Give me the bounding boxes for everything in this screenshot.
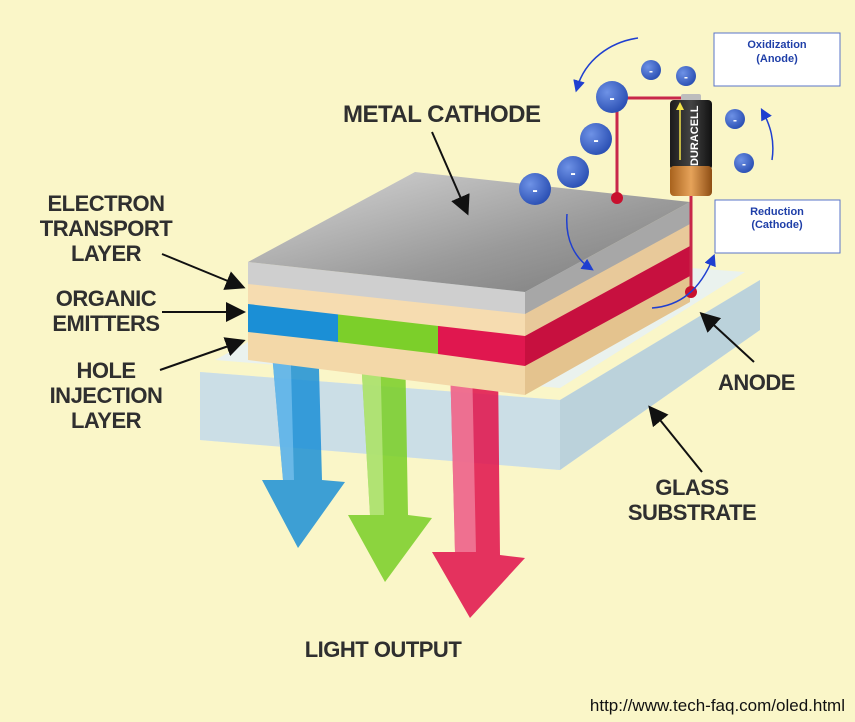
label-glass-substrate-2: SUBSTRATE: [628, 500, 756, 525]
green-light-arrow: [348, 340, 432, 582]
reduction-box: Reduction (Cathode): [714, 199, 841, 254]
electron: -: [596, 81, 628, 113]
electron: -: [641, 60, 661, 80]
hole-injection-pointer: [159, 337, 246, 371]
metal-cathode-pointer: [431, 131, 470, 216]
electron: -: [725, 109, 745, 129]
pointer-arrows: [159, 131, 755, 473]
source-url: http://www.tech-faq.com/oled.html: [589, 696, 845, 715]
electron-symbol: -: [733, 113, 737, 127]
oxidization-box: Oxidization (Anode): [713, 32, 841, 87]
electron: -: [734, 153, 754, 173]
flow-arrow: [573, 37, 639, 93]
electron-symbol: -: [684, 70, 688, 84]
electron: -: [580, 123, 612, 155]
electron-transport-pointer: [161, 253, 246, 290]
battery: DURACELL: [670, 94, 712, 196]
electron-flow-arrows: [566, 37, 774, 309]
red-emitter-side: [525, 244, 690, 366]
electron-symbol: -: [742, 157, 746, 171]
label-hole-injection-3: LAYER: [71, 408, 142, 433]
label-electron-transport-3: LAYER: [71, 241, 142, 266]
cathode-terminal: [611, 192, 623, 204]
label-organic-emitters-1: ORGANIC: [56, 286, 157, 311]
oxidization-title: Oxidization: [747, 39, 807, 51]
flow-arrow: [760, 108, 774, 161]
label-electron-transport-1: ELECTRON: [48, 191, 165, 216]
electron-symbol: -: [570, 165, 575, 182]
label-electron-transport-2: TRANSPORT: [40, 216, 173, 241]
reduction-subtitle: (Cathode): [751, 219, 803, 231]
electron-symbol: -: [609, 90, 614, 107]
glass-substrate-pointer: [648, 405, 703, 473]
electron: -: [519, 173, 551, 205]
label-anode: ANODE: [718, 370, 795, 395]
flow-arrow: [651, 253, 716, 309]
reduction-title: Reduction: [750, 206, 804, 218]
label-light-output: LIGHT OUTPUT: [305, 637, 463, 662]
label-organic-emitters-2: EMITTERS: [52, 311, 159, 336]
red-light-arrow: [432, 360, 525, 618]
light-output-arrows: [262, 330, 525, 618]
label-hole-injection-1: HOLE: [76, 358, 135, 383]
electrons: - - - - - - - -: [519, 60, 754, 205]
label-metal-cathode: METAL CATHODE: [343, 101, 541, 128]
electron: -: [676, 66, 696, 86]
red-emitter-segment: [438, 324, 525, 366]
oxidization-subtitle: (Anode): [756, 53, 798, 65]
electron-symbol: -: [593, 132, 598, 149]
label-hole-injection-2: INJECTION: [50, 383, 163, 408]
blue-emitter-segment: [248, 302, 338, 342]
electron-symbol: -: [532, 182, 537, 199]
anode-pointer: [699, 311, 755, 363]
oled-layer-stack: [248, 172, 690, 395]
flow-arrow: [566, 213, 594, 271]
metal-cathode-top: [248, 172, 690, 292]
battery-brand: DURACELL: [689, 105, 701, 166]
electron-symbol: -: [649, 64, 653, 78]
electron: -: [557, 156, 589, 188]
blue-light-arrow: [262, 330, 345, 548]
label-glass-substrate-1: GLASS: [655, 475, 728, 500]
